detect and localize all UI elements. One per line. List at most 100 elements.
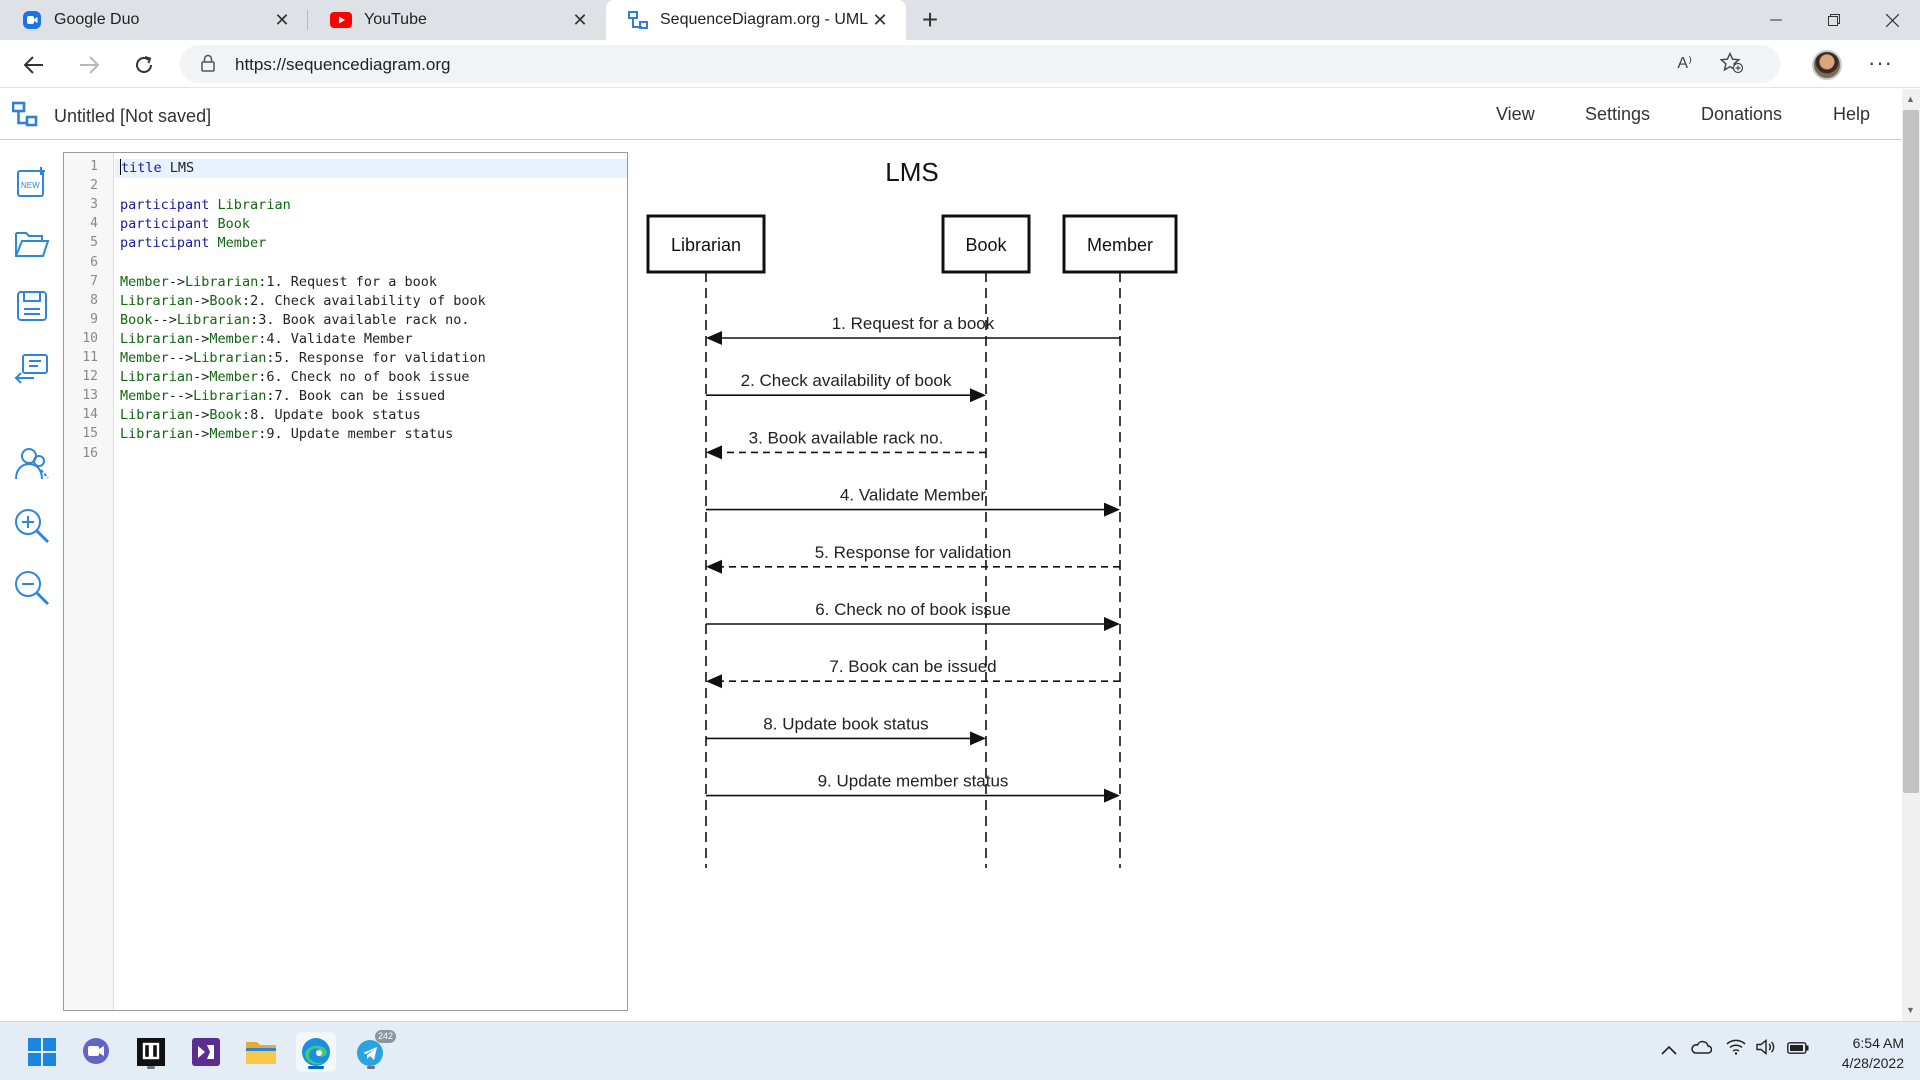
line-number: 4 <box>90 216 98 232</box>
teams-chat-icon[interactable] <box>76 1032 116 1072</box>
taskbar: 242 6:54 AM 4/28/2022 <box>0 1021 1920 1080</box>
line-number: 10 <box>82 330 98 346</box>
close-tab-icon[interactable]: ✕ <box>872 9 888 30</box>
code-line[interactable]: Member->Librarian:1. Request for a book <box>120 273 438 290</box>
participant-box[interactable] <box>941 214 1031 274</box>
arrowhead <box>706 445 722 460</box>
code-line[interactable]: Librarian->Book:2. Check availability of… <box>120 292 486 309</box>
minimize-icon[interactable] <box>1748 0 1804 40</box>
menu-view[interactable]: View <box>1496 104 1535 124</box>
arrowhead <box>970 731 986 746</box>
participant-label[interactable]: Book <box>965 235 1007 255</box>
back-icon[interactable] <box>17 48 51 82</box>
participants-icon[interactable] <box>12 444 52 484</box>
visual-studio-icon[interactable] <box>186 1032 226 1072</box>
zoom-out-icon[interactable] <box>12 568 52 608</box>
running-indicator <box>147 1066 155 1069</box>
edge-browser-icon[interactable] <box>296 1032 336 1072</box>
tab-sequencediagram[interactable]: SequenceDiagram.org - UML Se ✕ <box>606 0 906 40</box>
document-title[interactable]: Untitled [Not saved] <box>54 106 212 126</box>
tab-title: YouTube <box>364 11 427 28</box>
lock-icon[interactable] <box>200 54 216 77</box>
code-line[interactable]: participant Book <box>120 216 251 233</box>
line-number: 7 <box>90 273 98 289</box>
message-label[interactable]: 9. Update member status <box>818 772 1009 791</box>
volume-icon[interactable] <box>1756 1039 1778 1060</box>
message-label[interactable]: 5. Response for validation <box>815 543 1012 562</box>
code-line[interactable]: participant Librarian <box>120 197 291 214</box>
code-line[interactable]: Book-->Librarian:3. Book available rack … <box>120 311 470 328</box>
active-line-highlight <box>115 159 627 178</box>
close-window-icon[interactable] <box>1864 0 1920 40</box>
refresh-icon[interactable] <box>127 48 161 82</box>
google-duo-icon <box>23 11 41 29</box>
code-line[interactable]: title LMS <box>120 159 195 176</box>
file-explorer-icon[interactable] <box>241 1032 281 1072</box>
menu-donations[interactable]: Donations <box>1701 104 1783 124</box>
new-tab-icon[interactable]: + <box>921 4 939 35</box>
restore-icon[interactable] <box>1806 0 1862 40</box>
code-line[interactable]: Librarian->Member:4. Validate Member <box>120 330 413 347</box>
code-line[interactable]: Member-->Librarian:7. Book can be issued <box>120 388 446 405</box>
telegram-icon[interactable]: 242 <box>351 1030 397 1072</box>
line-number: 1 <box>90 159 98 174</box>
system-clock[interactable]: 6:54 AM 4/28/2022 <box>1808 1033 1904 1073</box>
participant-box[interactable] <box>1062 214 1178 274</box>
close-tab-icon[interactable]: ✕ <box>274 9 290 30</box>
line-number: 5 <box>90 235 98 251</box>
arrowhead <box>1104 502 1120 517</box>
url-text[interactable]: https://sequencediagram.org <box>235 55 451 74</box>
clock-date: 4/28/2022 <box>1841 1055 1904 1071</box>
new-document-icon[interactable]: NEW <box>12 162 52 202</box>
read-aloud-icon[interactable]: A⁾ <box>1677 55 1692 72</box>
message-label[interactable]: 8. Update book status <box>763 714 928 733</box>
message-label[interactable]: 2. Check availability of book <box>741 371 952 390</box>
scroll-down-icon[interactable]: ▼ <box>1906 1005 1915 1015</box>
save-icon[interactable] <box>12 286 52 326</box>
onedrive-cloud-icon[interactable] <box>1690 1040 1713 1059</box>
line-number: 9 <box>90 311 98 327</box>
message-label[interactable]: 4. Validate Member <box>840 486 986 505</box>
message-label[interactable]: 6. Check no of book issue <box>815 600 1011 619</box>
favorites-icon[interactable] <box>1719 51 1744 79</box>
code-line[interactable]: Member-->Librarian:5. Response for valid… <box>120 350 486 366</box>
tab-google-duo[interactable]: Google Duo ✕ <box>0 0 308 40</box>
scrollbar-thumb[interactable] <box>1903 110 1919 793</box>
more-options-icon[interactable]: ··· <box>1868 50 1893 75</box>
browser-toolbar: https://sequencediagram.org A⁾ ··· <box>0 40 1920 88</box>
profile-avatar[interactable] <box>1812 50 1842 80</box>
forward-icon[interactable] <box>72 48 106 82</box>
scroll-up-icon[interactable]: ▲ <box>1906 94 1915 104</box>
code-line[interactable]: Librarian->Member:9. Update member statu… <box>120 426 454 443</box>
message-label[interactable]: 7. Book can be issued <box>829 657 996 676</box>
sequencediagram-logo-icon[interactable] <box>11 101 38 132</box>
arrowhead <box>1104 788 1120 803</box>
participant-box[interactable] <box>646 214 766 274</box>
code-line[interactable]: Librarian->Member:6. Check no of book is… <box>120 369 470 386</box>
menu-settings[interactable]: Settings <box>1585 104 1651 124</box>
close-tab-icon[interactable]: ✕ <box>572 9 588 30</box>
app-dictionary-icon[interactable] <box>131 1032 171 1072</box>
start-windows-icon[interactable] <box>22 1032 62 1072</box>
message-label[interactable]: 3. Book available rack no. <box>749 428 944 447</box>
tab-youtube[interactable]: YouTube ✕ <box>308 0 606 40</box>
open-folder-icon[interactable] <box>12 224 52 264</box>
wifi-icon[interactable] <box>1726 1039 1746 1060</box>
code-line[interactable]: participant Member <box>120 235 267 252</box>
address-bar[interactable]: https://sequencediagram.org A⁾ <box>180 45 1780 83</box>
running-indicator <box>367 1066 375 1069</box>
battery-icon[interactable] <box>1787 1041 1809 1059</box>
code-line[interactable]: Librarian->Book:8. Update book status <box>120 407 421 424</box>
participant-label[interactable]: Member <box>1087 235 1153 255</box>
notification-badge: 242 <box>375 1030 397 1043</box>
zoom-in-icon[interactable] <box>12 506 52 546</box>
menu-help[interactable]: Help <box>1833 104 1871 124</box>
message-label[interactable]: 1. Request for a book <box>832 314 995 333</box>
export-icon[interactable] <box>12 348 52 388</box>
show-hidden-icons-chevron-icon[interactable] <box>1661 1042 1677 1060</box>
participant-label[interactable]: Librarian <box>671 235 741 255</box>
